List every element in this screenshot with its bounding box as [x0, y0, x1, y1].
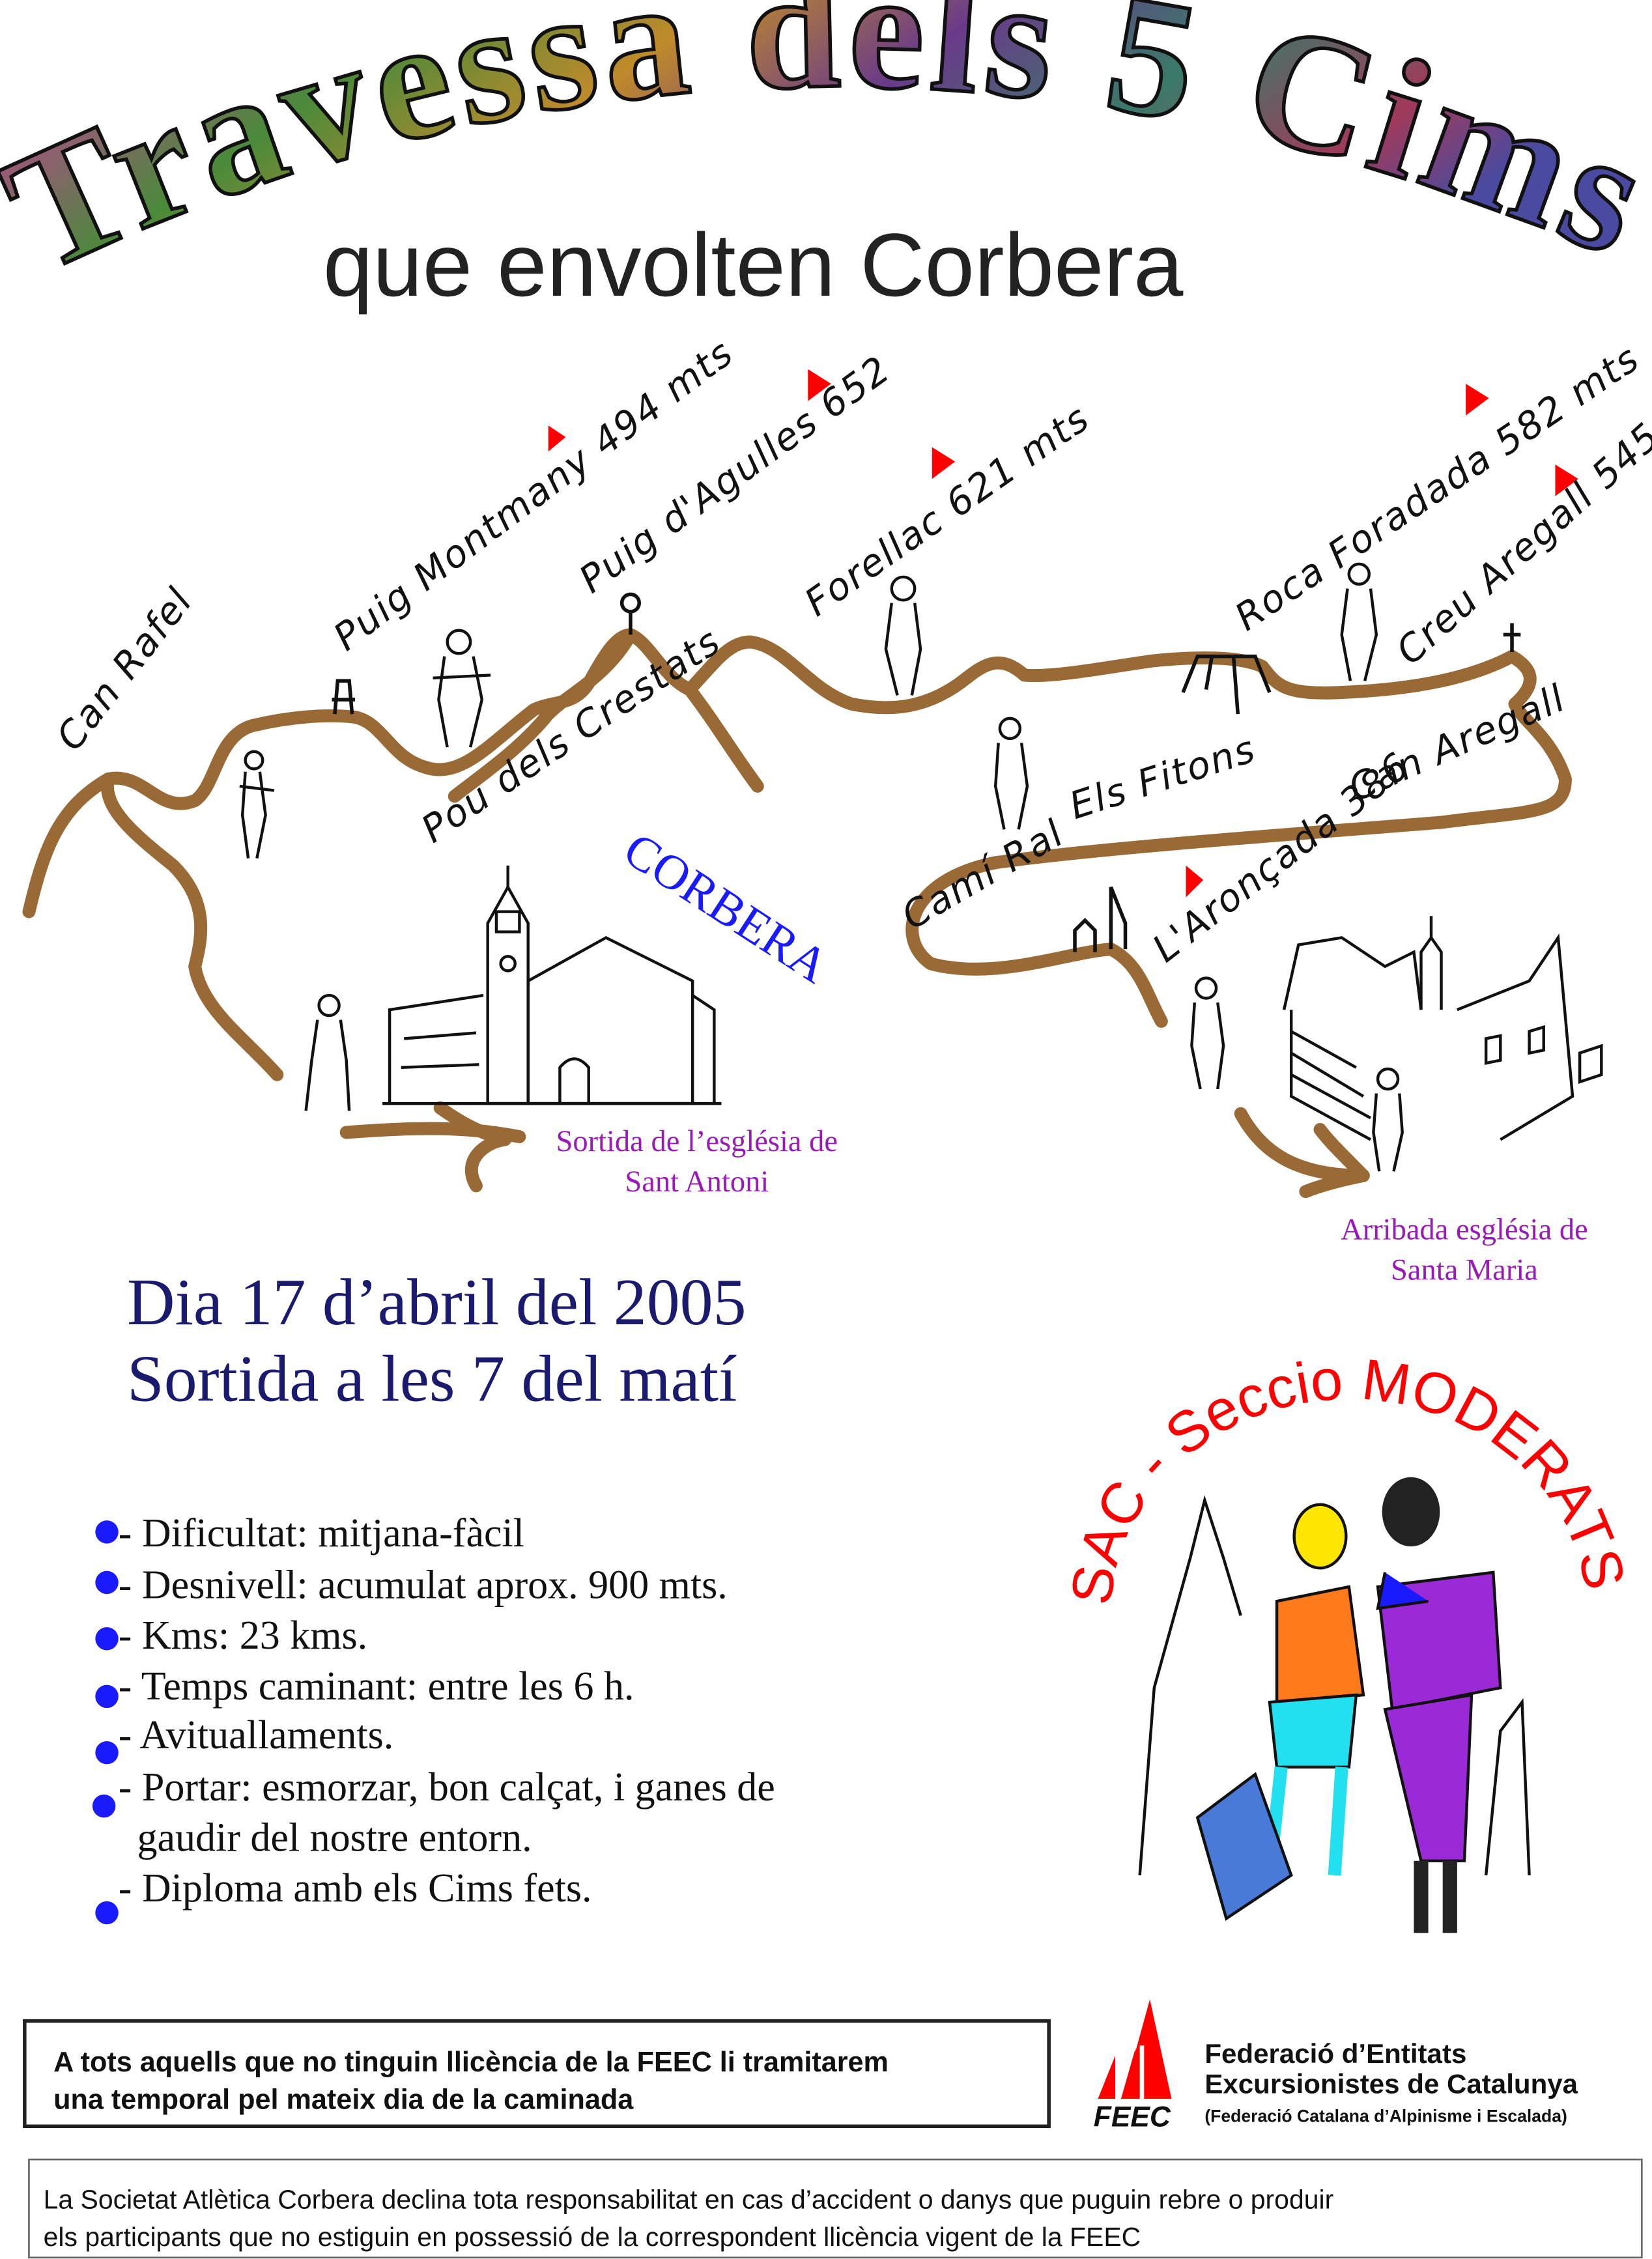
route-map: [22, 628, 1572, 1199]
hiker-icon: [1372, 1067, 1404, 1172]
feec-name-line1: Federació d’Entitats: [1204, 2038, 1466, 2069]
place-labels: Can Rafel Puig Montmany 494 mts Puig d'A…: [48, 331, 1652, 994]
hiker-icon: [304, 993, 351, 1111]
cross-icon: [1503, 623, 1521, 652]
start-caption: Sortida de l’església de Sant Antoni: [556, 1125, 838, 1199]
summit-flag-icon: [548, 425, 566, 452]
sac-logo-text: SAC - Seccio MODERATS: [1059, 1346, 1638, 1608]
license-notice-line: una temporal pel mateix dia de la camina…: [53, 2084, 634, 2116]
finish-caption: Arribada església de Santa Maria: [1341, 1213, 1588, 1286]
detail-difficulty: - Dificultat: mitjana-fàcil: [119, 1511, 524, 1556]
church-sant-antoni-illustration: [382, 865, 722, 1105]
route-start-arrow: [339, 1101, 526, 1193]
disclaimer-line: els participants que no estiguin en poss…: [44, 2222, 1141, 2252]
rock-icon: [1181, 654, 1272, 715]
bullet-icon: [95, 1627, 119, 1651]
mountain-sketch: [1138, 1495, 1531, 1876]
route-branch-left: [100, 772, 284, 1081]
poster-subtitle: que envolten Corbera: [323, 216, 1184, 315]
bullet-icon: [95, 1901, 119, 1925]
chapel-icon: [1073, 886, 1128, 952]
detail-bring-continued: gaudir del nostre entorn.: [137, 1815, 532, 1860]
hiker-illustrations: [239, 562, 1404, 1172]
summit-flag-icon: [808, 369, 831, 401]
feec-acronym: FEEC: [1094, 2101, 1171, 2133]
label-cami-ral: Camí Ral: [894, 811, 1071, 938]
start-caption-line: Sortida de l’església de: [556, 1125, 838, 1158]
finish-caption-line: Santa Maria: [1391, 1253, 1538, 1286]
bullet-dots: [92, 1520, 119, 1925]
feec-name-line2: Excursionistes de Catalunya: [1204, 2068, 1578, 2099]
bullet-icon: [92, 1794, 116, 1818]
summit-flag-icon: [932, 447, 956, 479]
detail-distance: - Kms: 23 kms.: [119, 1613, 367, 1658]
label-forellac: Forellac 621 mts: [797, 396, 1098, 625]
summit-flags: [548, 369, 1578, 898]
bullet-icon: [95, 1684, 119, 1709]
detail-supplies: - Avituallaments.: [119, 1713, 393, 1757]
summit-ring-icon: [620, 592, 641, 614]
hiker-icon: [239, 750, 275, 859]
feec-subtitle: (Federació Catalana d’Alpinisme i Escala…: [1204, 2107, 1567, 2126]
summit-flag-icon: [1186, 865, 1204, 898]
feec-mountain-icon: [1098, 1999, 1172, 2099]
detail-bring: - Portar: esmorzar, bon calçat, i ganes …: [119, 1765, 775, 1810]
event-time: Sortida a les 7 del matí: [127, 1342, 737, 1415]
bullet-icon: [95, 1740, 119, 1765]
route-agulles-right: [683, 683, 764, 793]
hiker-icon: [1190, 976, 1225, 1090]
sac-club-logo: SAC - Seccio MODERATS: [1059, 1346, 1638, 1933]
route-finish-arrow: [1234, 1107, 1370, 1199]
hiker-blond: [1195, 1503, 1365, 1921]
license-notice-box: A tots aquells que no tinguin llicència …: [23, 2019, 1051, 2129]
detail-elevation: - Desnivell: acumulat aprox. 900 mts.: [119, 1563, 728, 1608]
label-els-fitons: Els Fitons: [1064, 727, 1261, 828]
summit-flag-icon: [1466, 384, 1489, 416]
summit-markers: [332, 592, 1521, 952]
route-agulles-left: [448, 628, 637, 803]
disclaimer-box: La Societat Atlètica Corbera declina tot…: [28, 2158, 1643, 2259]
town-santa-maria-illustration: [1282, 916, 1603, 1141]
bullet-icon: [95, 1570, 119, 1595]
disclaimer-line: La Societat Atlètica Corbera declina tot…: [44, 2184, 1334, 2214]
feec-logo: FEEC Federació d’Entitats Excursionistes…: [1094, 1999, 1578, 2133]
event-date: Dia 17 d’abril del 2005: [127, 1266, 746, 1339]
label-can-rafel: Can Rafel: [48, 579, 202, 758]
hiker-icon: [1340, 562, 1378, 681]
finish-caption-line: Arribada església de: [1341, 1213, 1588, 1246]
label-corbera-town: CORBERA: [614, 822, 838, 993]
bullet-icon: [95, 1520, 119, 1544]
hiker-icon: [993, 717, 1029, 830]
hiker-icon: [433, 629, 491, 748]
tower-icon: [332, 679, 355, 715]
hiker-dark: [1376, 1477, 1502, 1933]
hiker-icon: [884, 575, 922, 696]
license-notice-line: A tots aquells que no tinguin llicència …: [53, 2047, 889, 2078]
start-caption-line: Sant Antoni: [625, 1165, 769, 1199]
detail-walking-time: - Temps caminant: entre les 6 h.: [119, 1664, 634, 1709]
details-list: - Dificultat: mitjana-fàcil - Desnivell:…: [119, 1511, 775, 1911]
summit-flag-icon: [1555, 464, 1578, 496]
detail-diploma: - Diploma amb els Cims fets.: [119, 1866, 592, 1911]
route-line: [22, 628, 1572, 1028]
